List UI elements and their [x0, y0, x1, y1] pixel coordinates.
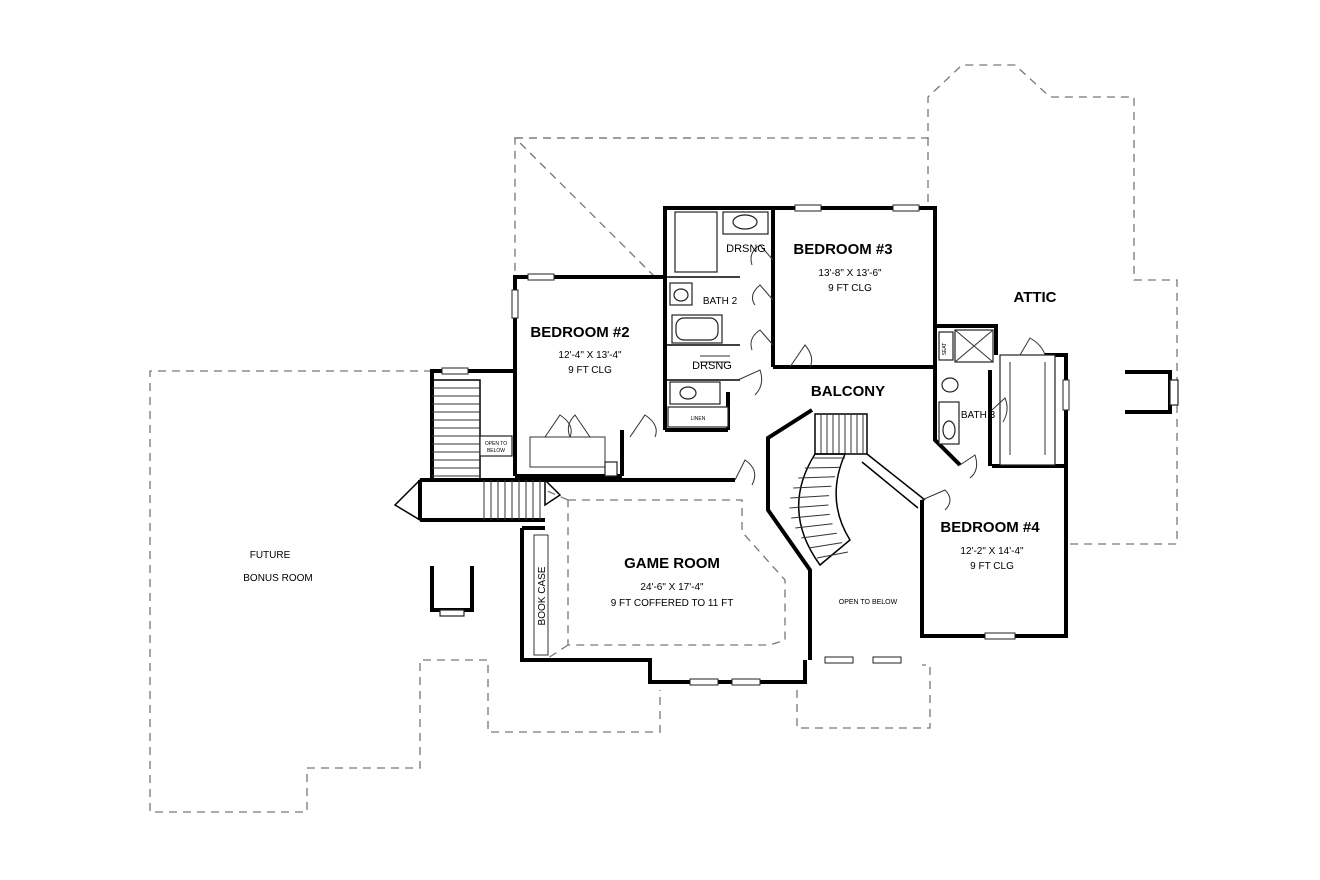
bedroom3-name: BEDROOM #3 [793, 241, 892, 258]
attic-name: ATTIC [1013, 289, 1056, 306]
bonus-line2: BONUS ROOM [243, 573, 312, 584]
drsng-lower-label: DRSNG [692, 360, 732, 372]
bath3-label: BATH 3 [961, 410, 996, 421]
bedroom2-ceiling: 9 FT CLG [568, 365, 612, 376]
game-room-size: 24'-6" X 17'-4" [640, 582, 704, 593]
book-case-label: BOOK CASE [537, 566, 548, 625]
windows [441, 204, 1070, 686]
balcony-name: BALCONY [811, 383, 885, 400]
stair-tread [790, 495, 830, 499]
open-to-below-label: OPEN TO BELOW [839, 599, 898, 606]
stair-tread [795, 523, 833, 529]
bedroom2-size: 12'-4" X 13'-4" [558, 350, 622, 361]
bonus-line1: FUTURE [250, 550, 291, 561]
stairs [393, 379, 926, 567]
bedroom4-name: BEDROOM #4 [940, 519, 1040, 536]
roof-outline-dashed [149, 64, 1178, 813]
game-room-ceiling: 9 FT COFFERED TO 11 FT [611, 598, 734, 609]
seat-label: SEAT [942, 343, 948, 356]
bath2-label: BATH 2 [703, 296, 738, 307]
bedroom3-ceiling: 9 FT CLG [828, 283, 872, 294]
exterior-walls [418, 206, 1068, 684]
stair-open-line2: BELOW [487, 448, 505, 454]
game-room-name: GAME ROOM [624, 555, 720, 572]
stair-tread [791, 513, 830, 519]
room-labels: BEDROOM #3 13'-8" X 13'-6" 9 FT CLG BEDR… [243, 241, 1057, 656]
bedroom4-ceiling: 9 FT CLG [970, 561, 1014, 572]
stair-tread [816, 551, 849, 559]
bedroom2-name: BEDROOM #2 [530, 324, 629, 341]
stair-tread [789, 504, 829, 509]
stair-tread [801, 532, 837, 539]
stair-open-line1: OPEN TO [485, 441, 507, 447]
drsng-upper-label: DRSNG [726, 243, 766, 255]
linen-label: LINEN [691, 416, 706, 422]
bedroom4-size: 12'-2" X 14'-4" [960, 546, 1024, 557]
stair-tread [804, 466, 840, 469]
stair-tread [808, 542, 843, 549]
doors [544, 244, 1046, 511]
interior-lines [430, 211, 1179, 617]
stair-tread [798, 476, 836, 479]
stair-tread [793, 485, 832, 489]
bedroom3-size: 13'-8" X 13'-6" [818, 268, 882, 279]
